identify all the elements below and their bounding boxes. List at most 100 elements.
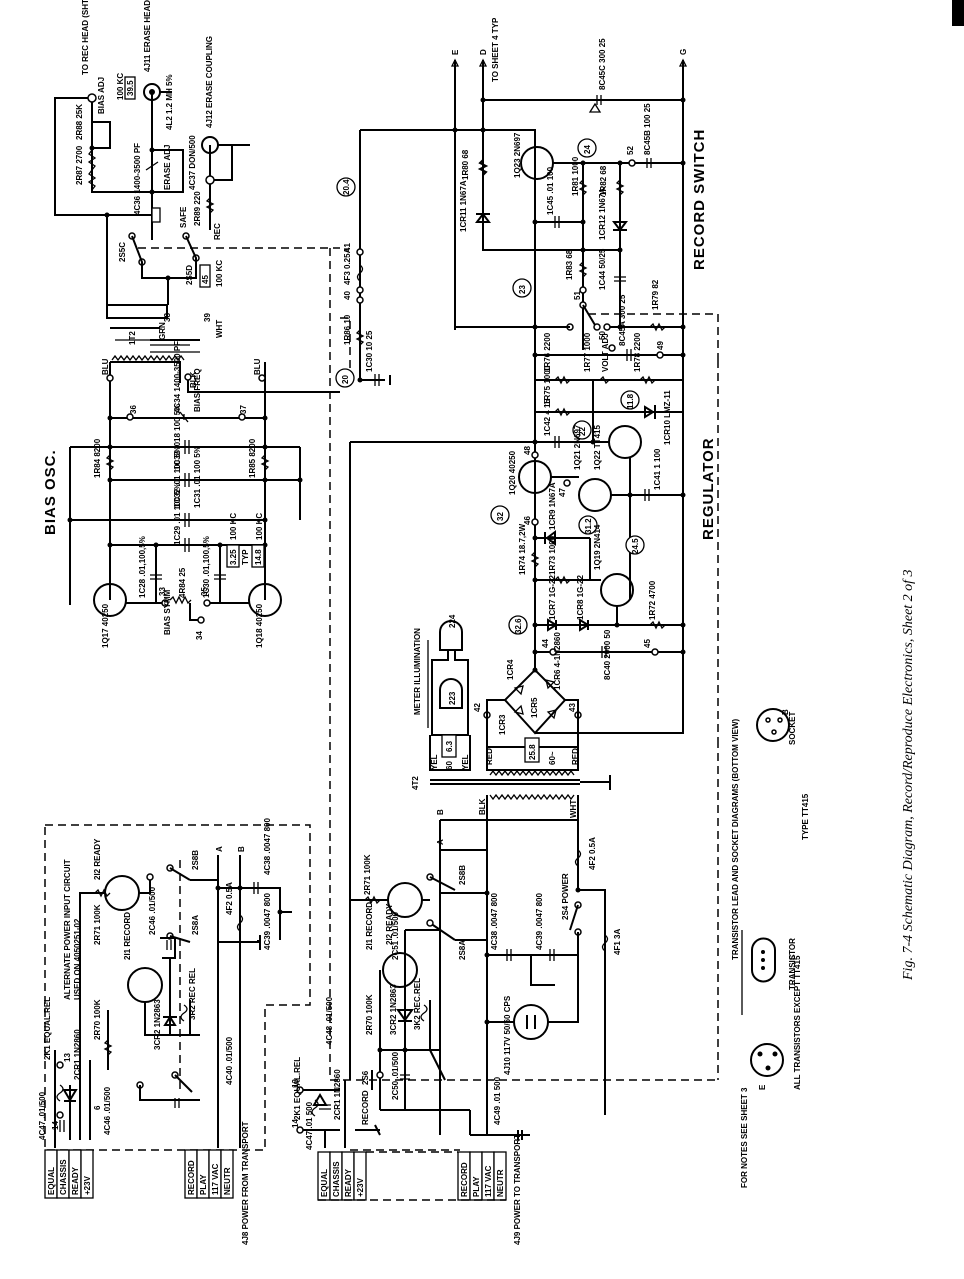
label-lamp-224: 224	[448, 614, 457, 628]
j8-pin-7: CHASSIS	[59, 1159, 68, 1195]
bus-label-a: A	[436, 839, 445, 845]
caption-socket: SOCKET	[788, 712, 797, 745]
label-2r70: 2R70 100K	[365, 994, 374, 1035]
label-erase-coupling: 4J12 ERASE COUPLING	[205, 36, 214, 128]
main-power-input: 4F2 0.5A 4F1 3A 2S4 POWER 4C38 .0047 800…	[291, 809, 622, 1151]
label-t41: 41	[343, 243, 352, 252]
label-t50: 50	[598, 331, 607, 340]
label-blu-2: BLU	[253, 358, 262, 375]
label-grn: GRN	[158, 322, 167, 340]
alt-label-ready-lamp: 2I2 READY	[93, 838, 102, 880]
tag-value-1: 39.5	[126, 80, 135, 96]
lead-diagram-tt415	[751, 937, 776, 983]
label-1r81: 1R81 1000	[571, 156, 580, 196]
voltage-24: 24	[583, 145, 592, 154]
section-title-alt-power: ALTERNATE POWER INPUT CIRCUIT	[63, 859, 72, 1000]
tag-6-3: 6.3	[445, 740, 454, 752]
label-1r73: 1R73 1000	[548, 535, 557, 575]
transistor-1q17	[93, 583, 127, 617]
label-1cr5: 1CR5	[530, 697, 539, 718]
label-1cr9: 1CR9 1N67A	[548, 482, 557, 530]
alt-label-record-lamp: 2I1 RECORD	[123, 912, 132, 960]
j8-pin-4: RECORD	[187, 1160, 196, 1195]
label-1r80: 1R80 68	[461, 149, 470, 180]
label-2s6: 2S6	[361, 1070, 370, 1085]
alt-label-2c46: 2C46 .01/500	[148, 886, 157, 935]
record-switch-circuit: 20.4 20 23 24 E D G TO SHEET 4 TYP 1Q23 …	[335, 17, 719, 420]
label-4l2: 4L2 1.2 MH 5%	[165, 74, 174, 130]
alt-label-4c47: 4C47 .01/500	[38, 1091, 47, 1140]
label-t43: 43	[568, 703, 577, 712]
label-4c49: 4C49 .01 500	[493, 1076, 502, 1125]
label-bias-symm: BIAS SYMM	[163, 589, 172, 635]
label-3k2: 3K2 REC.REL	[413, 978, 422, 1030]
label-4c34: 4C34 1400-3500 PF	[173, 341, 182, 413]
alt-label-4c46: 4C46 .01/500	[103, 1086, 112, 1135]
voltage-20: 20	[341, 375, 350, 384]
voltage-32-6: 32.6	[514, 618, 523, 634]
label-1q19: 1Q19 2N414	[593, 524, 602, 570]
connector-4j9: EQUAL CHASSIS READY +23V RECORD PLAY 117…	[317, 1134, 522, 1245]
bus-label-b: B	[436, 809, 445, 815]
label-2c51: 2C51 .01/500	[391, 911, 400, 960]
label-1c45: 1C45 .01 100	[546, 166, 555, 215]
label-1c30b: 1C30 10 25	[365, 330, 374, 372]
alternate-power-input-circuit: EQUAL CHASSIS READY +23V RECORD PLAY 117…	[38, 818, 311, 1245]
alt-label-t6: 6	[93, 1105, 102, 1110]
alt-label-4c40: 4C40 .01/500	[225, 1036, 234, 1085]
tag-freq-2: 100 KC	[215, 260, 224, 287]
label-1c32: 1C32 .01 100 5%	[173, 446, 182, 508]
ac-plug-4j10	[513, 1004, 549, 1040]
label-ready-lamp: 2I2 READY	[385, 903, 394, 945]
label-1r76: 1R76 2200	[543, 332, 552, 372]
label-blk: BLK	[189, 371, 198, 388]
label-t39: 39	[203, 313, 212, 322]
label-1r79: 1R79 82	[651, 279, 660, 310]
label-erase-head: 4J11 ERASE HEAD	[143, 0, 152, 72]
label-t40: 40	[343, 291, 352, 300]
label-1r85: 1R85 8200	[248, 438, 257, 478]
label-2s8b: 2S8B	[458, 865, 467, 885]
socket-diagram	[756, 708, 790, 742]
label-t49: 49	[656, 341, 665, 350]
label-2cr1: 2CR1 1N2860	[333, 1069, 342, 1120]
label-t36: 36	[129, 405, 138, 414]
lead-socket-diagrams: ALL TRANSISTORS EXCEPT TT415 TRANSISTOR …	[741, 708, 810, 1090]
label-2s5d: 2S5D	[185, 265, 194, 285]
record-lamp-2i1	[382, 952, 418, 988]
label-safe: SAFE	[179, 206, 188, 228]
caption-all-transistors: ALL TRANSISTORS EXCEPT TT415	[793, 955, 802, 1090]
label-4c38: 4C38 .0047 800	[490, 893, 499, 950]
bus-label-g: G	[679, 49, 688, 55]
dashed-boundary-stub	[340, 317, 351, 380]
section-subtitle-alt-power: USED ON 4050251-02	[73, 918, 82, 1000]
label-1q23: 1Q23 2N697	[513, 132, 522, 178]
j8-pin-2: 117 VAC	[211, 1163, 220, 1195]
label-t34: 34	[195, 631, 204, 640]
tag-typ: TYP	[241, 549, 250, 565]
label-bias-freq: BIAS FREQ	[193, 368, 202, 412]
section-title-lead-diagrams: TRANSISTOR LEAD AND SOCKET DIAGRAMS (BOT…	[731, 718, 740, 960]
label-4c37: 4C37 DON/500	[188, 135, 197, 190]
j8-pin-3: PLAY	[199, 1174, 208, 1195]
notes-reference: FOR NOTES SEE SHEET 3	[740, 1087, 749, 1188]
tag-100kc-a: 100 KC	[229, 513, 238, 540]
label-4j9: 4J9 POWER TO TRANSPORT	[513, 1134, 522, 1245]
label-1cr6: 1CR6 4-1N2860	[553, 632, 562, 690]
alt-label-equal-rel: 2K1 EQUAL.REL	[43, 997, 52, 1060]
alt-bus-label-a: A	[215, 846, 224, 852]
label-2r71: 2R71 100K	[363, 854, 372, 895]
head-erase-circuit: TO REC HEAD (SHT 1) BIAS ADJ 2R88 25K 2R…	[54, 0, 340, 306]
transistor-1q19	[600, 573, 634, 607]
caption-type-tt415: TYPE TT415	[801, 793, 810, 840]
label-1cr4: 1CR4	[506, 659, 515, 680]
bus-label-e: E	[451, 49, 460, 55]
label-equal-rel: 2K1 EQUAL.REL	[293, 1057, 302, 1120]
label-t44: 44	[541, 639, 550, 648]
label-1c29: 1C29 .01 100 5%	[173, 483, 182, 545]
label-1r84: 1R84 8200	[93, 438, 102, 478]
alt-bus-label-b: B	[237, 846, 246, 852]
alt-label-2r70: 2R70 100K	[93, 999, 102, 1040]
alt-label-2cr1: 2CR1 1N2860	[73, 1029, 82, 1080]
